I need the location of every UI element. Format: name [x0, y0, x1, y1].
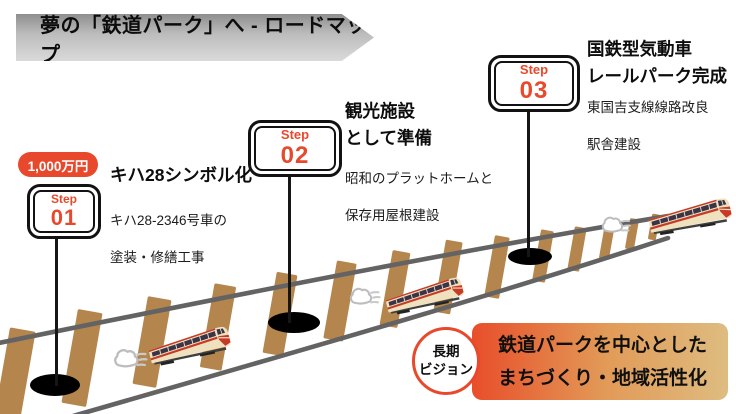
- step-sign-02-inner: Step 02: [254, 126, 336, 171]
- step-label: Step: [280, 126, 310, 142]
- vision-message-line: 鉄道パークを中心とした: [498, 335, 708, 356]
- step-sign-03: Step 03: [488, 55, 580, 112]
- step-sign-01: Step 01: [27, 184, 101, 239]
- steam-puff-icon: [601, 216, 631, 233]
- step-detail-line: 保存用屋根建設: [345, 208, 440, 223]
- vision-circle-badge: 長期 ビジョン: [412, 327, 480, 395]
- step-number: 02: [280, 141, 310, 169]
- step-title-line: 国鉄型気動車: [587, 39, 692, 59]
- sign-post: [288, 175, 291, 323]
- funding-badge: 1,000万円: [18, 152, 98, 177]
- step-detail-line: キハ28-2346号車の: [110, 213, 228, 228]
- sign-base-ellipse: [508, 248, 552, 265]
- steam-puff-icon: [349, 287, 381, 305]
- step-label: Step: [519, 61, 549, 77]
- vision-badge-line: 長期: [432, 343, 460, 359]
- step-detail-line: 東国吉支線線路改良: [587, 100, 709, 115]
- vision-badge-line: ビジョン: [419, 362, 473, 377]
- header-banner: 夢の「鉄道パーク」へ - ロードマップ: [16, 14, 374, 61]
- step-detail-line: 昭和のプラットホームと: [345, 171, 494, 186]
- step-detail-line: 駅舎建設: [587, 137, 641, 152]
- sign-post: [527, 110, 530, 257]
- sign-base-ellipse: [268, 312, 320, 333]
- step-number: 03: [519, 76, 549, 104]
- step-03-details: 東国吉支線線路改良 駅舎建設: [587, 96, 709, 170]
- vision-message: 鉄道パークを中心とした まちづくり・地域活性化: [498, 329, 707, 395]
- step-title-line: レールパーク完成: [587, 66, 727, 86]
- train-icon: [646, 196, 734, 240]
- step-sign-02: Step 02: [248, 120, 342, 177]
- step-sign-01-inner: Step 01: [33, 190, 95, 233]
- step-label: Step: [50, 191, 77, 206]
- step-02-details: 昭和のプラットホームと 保存用屋根建設: [345, 167, 493, 241]
- step-01-details: キハ28-2346号車の 塗装・修繕工事: [110, 209, 227, 283]
- page-title: 夢の「鉄道パーク」へ - ロードマップ: [40, 14, 367, 66]
- step-02-title: 観光施設 として準備: [345, 98, 432, 152]
- step-title-line: キハ28シンボル化: [110, 165, 252, 185]
- step-number: 01: [50, 205, 78, 231]
- step-01-title: キハ28シンボル化: [110, 162, 252, 189]
- vision-banner: [472, 323, 728, 400]
- railway-rails: [0, 213, 671, 414]
- step-03-title: 国鉄型気動車 レールパーク完成: [587, 36, 727, 90]
- step-title-line: 観光施設: [345, 101, 415, 121]
- step-title-line: として準備: [345, 128, 432, 148]
- sign-post: [55, 236, 58, 386]
- step-sign-03-inner: Step 03: [494, 61, 574, 106]
- step-detail-line: 塗装・修繕工事: [110, 250, 205, 265]
- vision-message-line: まちづくり・地域活性化: [498, 368, 708, 389]
